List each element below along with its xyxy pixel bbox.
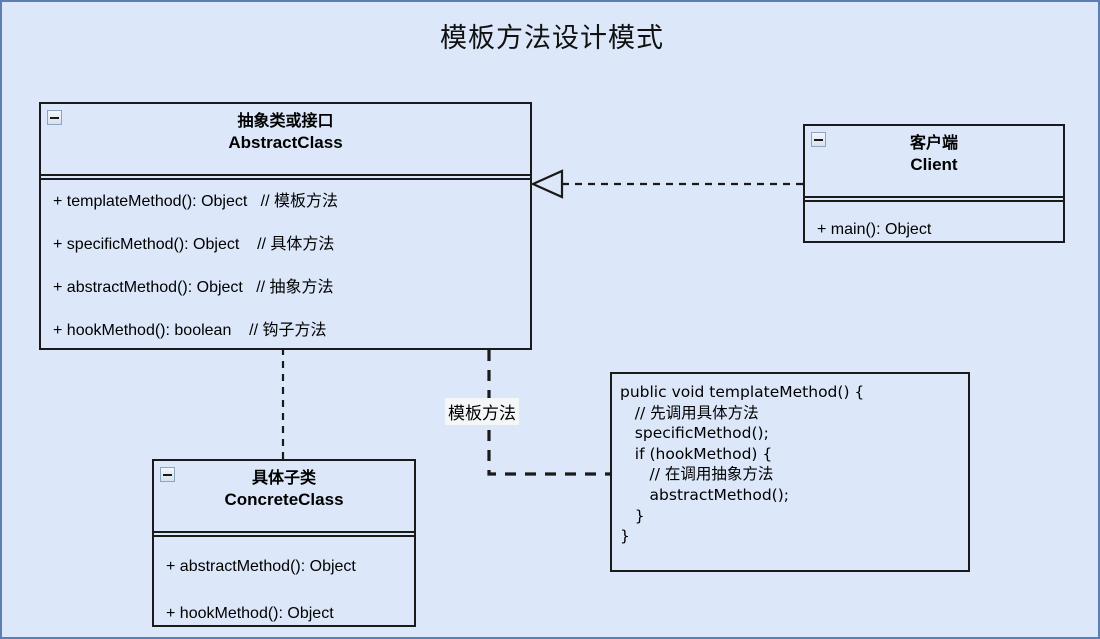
abstractclass-title-en: AbstractClass	[228, 133, 343, 153]
class-member: + hookMethod(): Object	[166, 605, 334, 622]
connector-label-template-method: 模板方法	[445, 398, 519, 425]
client-header: 客户端 Client	[805, 126, 1063, 198]
uml-class-abstractclass[interactable]: 抽象类或接口 AbstractClass + templateMethod():…	[39, 102, 532, 350]
client-title-cn: 客户端	[909, 135, 958, 152]
class-member: + abstractMethod(): Object // 抽象方法	[53, 279, 334, 296]
client-members: + main(): Object	[805, 198, 1063, 238]
concreteclass-title-en: ConcreteClass	[224, 490, 344, 510]
code-note-box: public void templateMethod() { // 先调用具体方…	[610, 372, 970, 572]
concreteclass-title-cn: 具体子类	[251, 470, 316, 487]
abstractclass-title-cn: 抽象类或接口	[237, 113, 334, 130]
concreteclass-header: 具体子类 ConcreteClass	[154, 461, 414, 533]
class-member: + main(): Object	[817, 221, 932, 238]
uml-class-concreteclass[interactable]: 具体子类 ConcreteClass + abstractMethod(): O…	[152, 459, 416, 627]
client-title-en: Client	[910, 155, 958, 175]
class-member: + hookMethod(): boolean // 钩子方法	[53, 322, 327, 339]
abstractclass-members: + templateMethod(): Object // 模板方法 + spe…	[41, 176, 530, 339]
uml-class-client[interactable]: 客户端 Client + main(): Object	[803, 124, 1065, 243]
class-member: + abstractMethod(): Object	[166, 558, 356, 575]
class-member: + specificMethod(): Object // 具体方法	[53, 236, 335, 253]
abstractclass-header: 抽象类或接口 AbstractClass	[41, 104, 530, 176]
minus-icon[interactable]	[160, 467, 175, 482]
minus-icon[interactable]	[811, 132, 826, 147]
connector-client-to-abstract	[530, 169, 803, 199]
page-title: 模板方法设计模式	[440, 23, 664, 53]
class-member: + templateMethod(): Object // 模板方法	[53, 193, 338, 210]
concreteclass-members: + abstractMethod(): Object + hookMethod(…	[154, 533, 414, 622]
minus-icon[interactable]	[47, 110, 62, 125]
